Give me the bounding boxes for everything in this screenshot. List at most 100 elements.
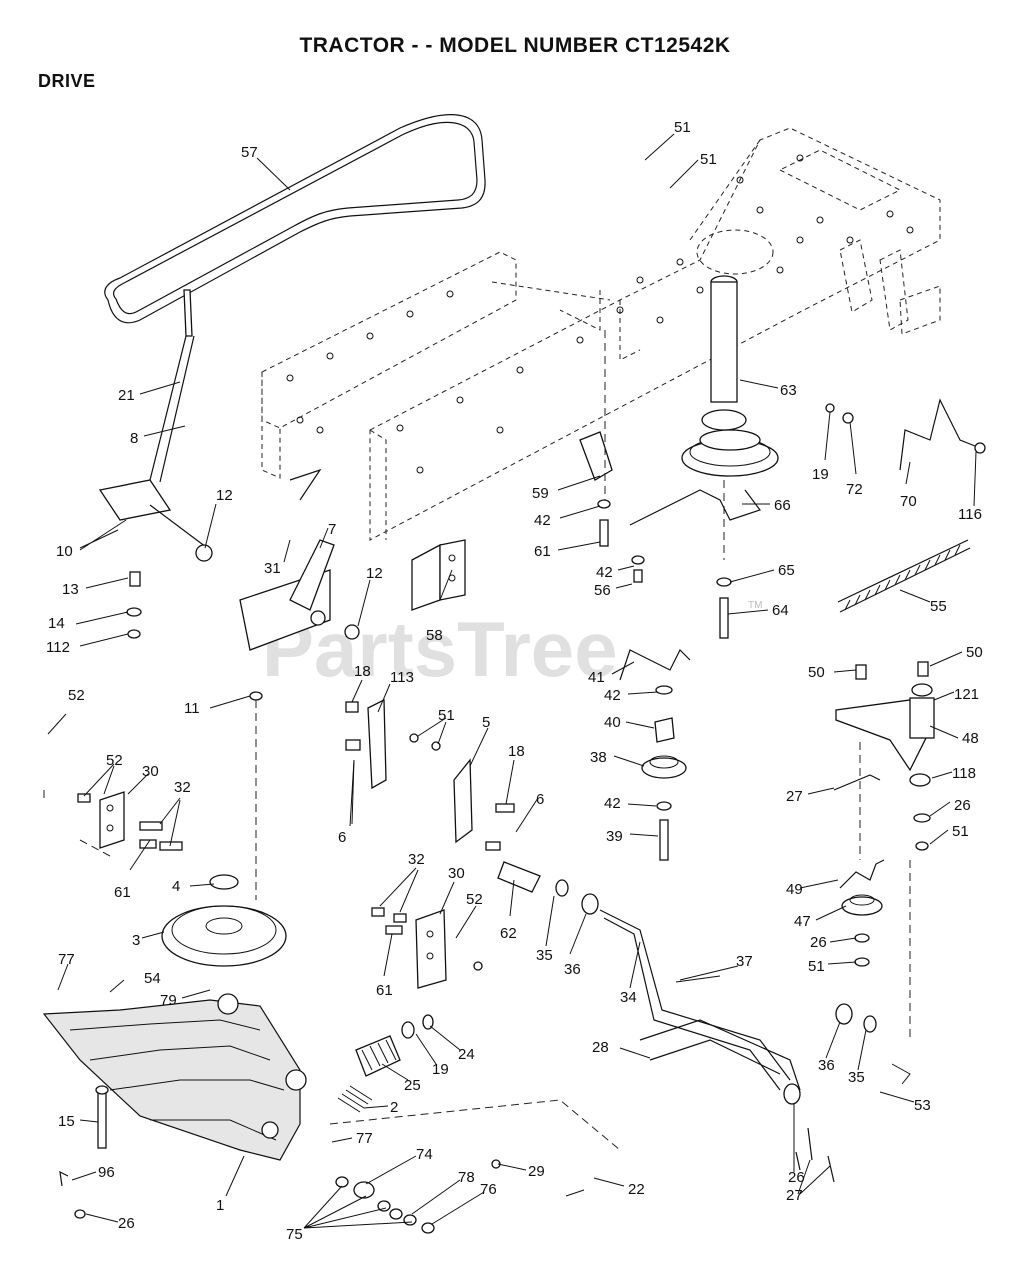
callout-24: 24 bbox=[458, 1046, 475, 1063]
callout-61: 61 bbox=[376, 982, 393, 999]
callout-12: 12 bbox=[216, 487, 233, 504]
callout-27: 27 bbox=[786, 1187, 803, 1204]
callout-58: 58 bbox=[426, 627, 443, 644]
callout-15: 15 bbox=[58, 1113, 75, 1130]
callout-78: 78 bbox=[458, 1169, 475, 1186]
bolt-15 bbox=[95, 1085, 109, 1149]
callout-64: 64 bbox=[772, 602, 789, 619]
callout-18: 18 bbox=[508, 743, 525, 760]
callout-11: 11 bbox=[184, 700, 200, 717]
callout-26: 26 bbox=[118, 1215, 135, 1232]
bracket-5 bbox=[453, 758, 515, 851]
page-title: TRACTOR - - MODEL NUMBER CT12542K bbox=[299, 34, 731, 57]
callout-35: 35 bbox=[536, 947, 553, 964]
callout-56: 56 bbox=[594, 582, 611, 599]
bracket-113 bbox=[345, 698, 441, 790]
callout-19: 19 bbox=[432, 1061, 449, 1078]
callout-6: 6 bbox=[338, 829, 346, 846]
callout-113: 113 bbox=[390, 669, 414, 686]
callout-19: 19 bbox=[812, 466, 829, 483]
callout-8: 8 bbox=[130, 430, 138, 447]
transmission-pulley-3 bbox=[161, 905, 287, 967]
idler-bracket-66 bbox=[629, 489, 761, 526]
callout-61: 61 bbox=[534, 543, 551, 560]
leader-lines bbox=[47, 133, 977, 1229]
callout-51: 51 bbox=[808, 958, 825, 975]
idler-arm-48 bbox=[833, 661, 935, 1040]
callout-29: 29 bbox=[528, 1163, 545, 1180]
drive-belt bbox=[104, 114, 486, 324]
callout-26: 26 bbox=[788, 1169, 805, 1186]
callout-36: 36 bbox=[564, 961, 581, 978]
callout-5: 5 bbox=[482, 714, 490, 731]
callout-42: 42 bbox=[604, 687, 621, 704]
clip-4 bbox=[209, 874, 239, 890]
callout-62: 62 bbox=[500, 925, 517, 942]
callout-72: 72 bbox=[846, 481, 863, 498]
callout-42: 42 bbox=[604, 795, 621, 812]
callout-40: 40 bbox=[604, 714, 621, 731]
callout-36: 36 bbox=[818, 1057, 835, 1074]
callout-30: 30 bbox=[448, 865, 465, 882]
callout-51: 51 bbox=[674, 119, 691, 136]
frame-holes bbox=[286, 154, 914, 474]
callout-41: 41 bbox=[588, 669, 605, 686]
callout-47: 47 bbox=[794, 913, 811, 930]
callout-42: 42 bbox=[534, 512, 551, 529]
callout-22: 22 bbox=[628, 1181, 645, 1198]
callout-52: 52 bbox=[68, 687, 85, 704]
bushings-75-78 bbox=[335, 1176, 435, 1234]
callout-79: 79 bbox=[160, 992, 177, 1009]
callout-54: 54 bbox=[144, 970, 161, 987]
bracket-30-left bbox=[43, 790, 183, 857]
callout-2: 2 bbox=[390, 1099, 398, 1116]
callout-77: 77 bbox=[356, 1130, 373, 1147]
callout-28: 28 bbox=[592, 1039, 609, 1056]
spring-25 bbox=[355, 1014, 434, 1077]
callout-50: 50 bbox=[808, 664, 825, 681]
shift-lever-assembly bbox=[98, 289, 213, 562]
callout-32: 32 bbox=[408, 851, 425, 868]
bolt-stack-center bbox=[579, 330, 732, 639]
linkage-34 bbox=[599, 909, 791, 1091]
idler-pulley-38 bbox=[619, 648, 691, 861]
callout-27: 27 bbox=[786, 788, 803, 805]
callout-34: 34 bbox=[620, 989, 637, 1006]
callout-13: 13 bbox=[62, 581, 79, 598]
callout-53: 53 bbox=[914, 1097, 931, 1114]
callout-51: 51 bbox=[952, 823, 969, 840]
pulley-63 bbox=[681, 275, 779, 560]
bushings-36-35-right bbox=[835, 1003, 911, 1085]
callout-96: 96 bbox=[98, 1164, 115, 1181]
callout-18: 18 bbox=[354, 663, 371, 680]
callout-38: 38 bbox=[590, 749, 607, 766]
callout-10: 10 bbox=[56, 543, 73, 560]
callout-1: 1 bbox=[216, 1197, 224, 1214]
callout-75: 75 bbox=[286, 1226, 303, 1243]
rod-22 bbox=[329, 1099, 621, 1197]
tractor-frame bbox=[261, 127, 941, 541]
callout-49: 49 bbox=[786, 881, 803, 898]
callout-21: 21 bbox=[118, 387, 135, 404]
callout-12: 12 bbox=[366, 565, 383, 582]
callout-39: 39 bbox=[606, 828, 623, 845]
callout-32: 32 bbox=[174, 779, 191, 796]
spring-2 bbox=[337, 1085, 373, 1113]
callout-35: 35 bbox=[848, 1069, 865, 1086]
pin-96-26 bbox=[59, 1170, 86, 1219]
callout-116: 116 bbox=[958, 506, 982, 523]
transaxle-1 bbox=[42, 993, 307, 1161]
callout-55: 55 bbox=[930, 598, 947, 615]
callout-25: 25 bbox=[404, 1077, 421, 1094]
callout-3: 3 bbox=[132, 932, 140, 949]
callouts: 57 51 51 21 8 12 10 7 31 12 13 14 112 58… bbox=[46, 119, 983, 1243]
callout-4: 4 bbox=[172, 878, 180, 895]
callout-52: 52 bbox=[466, 891, 483, 908]
pedal-bracket bbox=[239, 468, 360, 651]
callout-31: 31 bbox=[264, 560, 281, 577]
callout-48: 48 bbox=[962, 730, 979, 747]
bolt-stack-left bbox=[126, 571, 142, 639]
callout-14: 14 bbox=[48, 615, 65, 632]
bracket-58 bbox=[411, 539, 466, 611]
